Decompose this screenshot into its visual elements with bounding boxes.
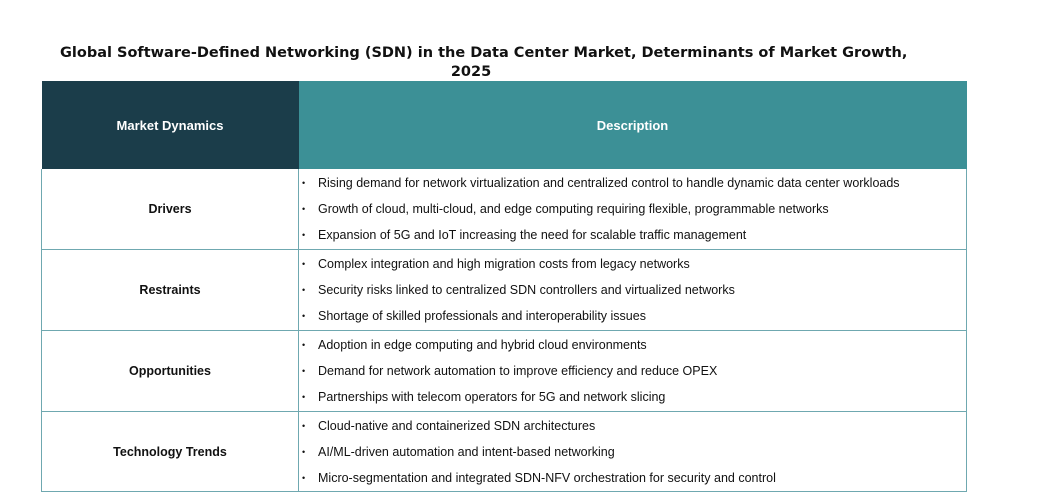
market-dynamics-table: Market Dynamics Description Drivers • Ris… xyxy=(41,81,967,492)
bullet-icon: • xyxy=(302,311,306,321)
list-item: • Demand for network automation to improv… xyxy=(301,358,966,384)
title-line-1: Global Software-Defined Networking (SDN)… xyxy=(60,45,908,61)
list-item-text: Cloud-native and containerized SDN archi… xyxy=(318,418,596,433)
bullet-icon: • xyxy=(302,340,306,350)
list-item: • Complex integration and high migration … xyxy=(301,251,966,277)
bullet-icon: • xyxy=(302,204,306,214)
list-item-text: Shortage of skilled professionals and in… xyxy=(318,309,646,323)
list-item-text: Micro-segmentation and integrated SDN-NF… xyxy=(318,470,776,485)
list-item: • Adoption in edge computing and hybrid c… xyxy=(301,332,966,358)
header-description: Description xyxy=(298,81,967,169)
table-row-technology-trends: Technology Trends • Cloud-native and cont… xyxy=(41,411,967,492)
bullet-list: • Adoption in edge computing and hybrid c… xyxy=(299,332,966,410)
list-item: • Shortage of skilled professionals and i… xyxy=(301,303,966,329)
description-restraints: • Complex integration and high migration … xyxy=(298,249,967,331)
bullet-icon: • xyxy=(302,285,306,295)
list-item-text: Security risks linked to centralized SDN… xyxy=(318,283,735,297)
header-market-dynamics: Market Dynamics xyxy=(41,81,299,169)
list-item: • Expansion of 5G and IoT increasing the … xyxy=(301,222,966,248)
bullet-icon: • xyxy=(302,178,306,188)
category-drivers: Drivers xyxy=(41,169,299,250)
list-item: • AI/ML-driven automation and intent-base… xyxy=(301,439,966,465)
bullet-icon: • xyxy=(302,366,306,376)
bullet-icon: • xyxy=(302,392,306,402)
description-opportunities: • Adoption in edge computing and hybrid c… xyxy=(298,330,967,412)
list-item: • Growth of cloud, multi-cloud, and edge … xyxy=(301,196,966,222)
list-item-text: Demand for network automation to improve… xyxy=(318,364,718,378)
bullet-icon: • xyxy=(302,472,306,483)
list-item: • Micro-segmentation and integrated SDN-N… xyxy=(301,465,966,491)
table-row-restraints: Restraints • Complex integration and high… xyxy=(41,249,967,331)
bullet-list: • Complex integration and high migration … xyxy=(299,251,966,329)
list-item-text: Expansion of 5G and IoT increasing the n… xyxy=(318,228,747,242)
description-drivers: • Rising demand for network virtualizatio… xyxy=(298,169,967,250)
bullet-icon: • xyxy=(302,420,306,431)
bullet-list: • Rising demand for network virtualizatio… xyxy=(299,170,966,248)
category-technology-trends: Technology Trends xyxy=(41,411,299,492)
list-item-text: Complex integration and high migration c… xyxy=(318,257,690,271)
bullet-list: • Cloud-native and containerized SDN arch… xyxy=(299,413,966,491)
table-header-row: Market Dynamics Description xyxy=(41,81,967,169)
bullet-icon: • xyxy=(302,230,306,240)
title-line-2: 2025 xyxy=(450,64,492,80)
list-item-text: AI/ML-driven automation and intent-based… xyxy=(318,444,615,459)
list-item: • Rising demand for network virtualizatio… xyxy=(301,170,966,196)
list-item: • Security risks linked to centralized SD… xyxy=(301,277,966,303)
list-item-text: Rising demand for network virtualization… xyxy=(318,176,900,190)
list-item-text: Adoption in edge computing and hybrid cl… xyxy=(318,338,647,352)
list-item: • Cloud-native and containerized SDN arch… xyxy=(301,413,966,439)
bullet-icon: • xyxy=(302,446,306,457)
table-row-drivers: Drivers • Rising demand for network virtu… xyxy=(41,169,967,250)
list-item-text: Partnerships with telecom operators for … xyxy=(318,390,666,404)
bullet-icon: • xyxy=(302,259,306,269)
page-title: Global Software-Defined Networking (SDN)… xyxy=(60,44,908,82)
list-item: • Partnerships with telecom operators for… xyxy=(301,384,966,410)
category-restraints: Restraints xyxy=(41,249,299,331)
table-row-opportunities: Opportunities • Adoption in edge computin… xyxy=(41,330,967,412)
description-technology-trends: • Cloud-native and containerized SDN arch… xyxy=(298,411,967,492)
category-opportunities: Opportunities xyxy=(41,330,299,412)
list-item-text: Growth of cloud, multi-cloud, and edge c… xyxy=(318,202,829,216)
